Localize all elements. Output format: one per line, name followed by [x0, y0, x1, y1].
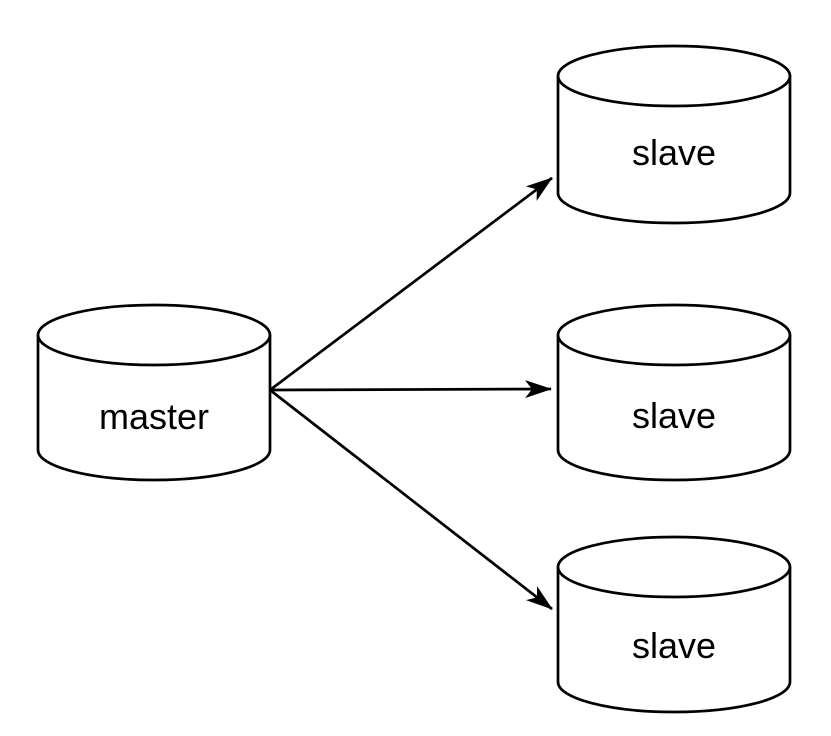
cylinder-top-rim [556, 75, 792, 108]
database-cylinder-shape [556, 535, 792, 714]
cylinder-top-rim [556, 566, 792, 599]
edge-master-to-slave-top [269, 176, 553, 392]
edge-master-to-slave-middle [269, 380, 552, 399]
node-slave-top-label: slave [632, 132, 716, 173]
node-master: master [36, 303, 272, 482]
node-slave-bottom-label: slave [632, 625, 716, 666]
node-slave-bottom: slave [556, 535, 792, 714]
database-cylinder-shape [556, 303, 792, 482]
edge-master-to-slave-bottom [269, 388, 553, 611]
node-slave-middle-label: slave [632, 395, 716, 436]
node-slave-middle: slave [556, 303, 792, 482]
node-slave-top: slave [556, 44, 792, 225]
database-cylinder-shape [556, 44, 792, 225]
database-cylinder-shape [36, 303, 272, 482]
edges-layer [269, 176, 553, 611]
node-master-label: master [99, 396, 209, 437]
cylinder-top-rim [556, 334, 792, 367]
cylinder-top-rim [36, 334, 272, 367]
